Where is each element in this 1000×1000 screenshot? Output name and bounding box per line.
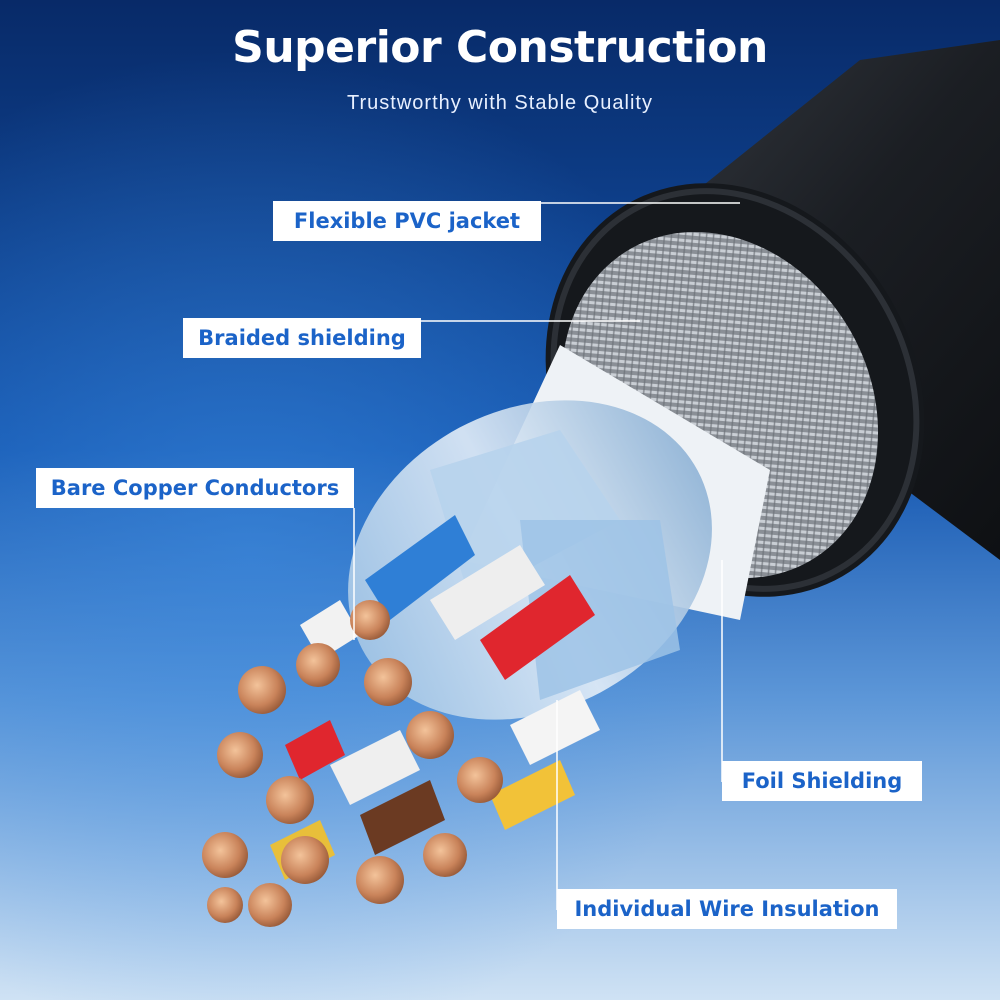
copper-end-10 xyxy=(356,856,404,904)
copper-end-13 xyxy=(457,757,503,803)
copper-end-2 xyxy=(296,643,340,687)
copper-end-7 xyxy=(266,776,314,824)
callout-pvc-jacket: Flexible PVC jacket xyxy=(273,201,541,241)
copper-end-8 xyxy=(202,832,248,878)
copper-end-1 xyxy=(238,666,286,714)
wire-red-1 xyxy=(480,575,595,680)
copper-end-9 xyxy=(281,836,329,884)
wire-white-1 xyxy=(430,545,545,640)
page-title: Superior Construction xyxy=(232,22,768,73)
wire-white-4 xyxy=(330,730,420,805)
wire-blue xyxy=(365,515,475,620)
copper-end-12 xyxy=(423,833,467,877)
wire-yellow xyxy=(490,760,575,830)
foil-pair-1 xyxy=(430,430,620,600)
callout-individual-wire-insulation: Individual Wire Insulation xyxy=(557,889,897,929)
callout-bare-copper-conductors: Bare Copper Conductors xyxy=(36,468,354,508)
copper-end-4 xyxy=(364,658,412,706)
copper-end-3 xyxy=(350,600,390,640)
copper-end-11 xyxy=(248,883,292,927)
copper-end-6 xyxy=(406,711,454,759)
copper-end-14 xyxy=(207,887,243,923)
wire-brown xyxy=(360,780,445,855)
insulated-wires xyxy=(270,515,600,880)
foil-pair-2 xyxy=(520,520,680,700)
page-subtitle: Trustworthy with Stable Quality xyxy=(347,92,653,114)
callout-foil-shielding: Foil Shielding xyxy=(722,761,922,801)
callout-braided-shielding: Braided shielding xyxy=(183,318,421,358)
copper-conductors xyxy=(202,600,503,927)
callout-leaders xyxy=(353,202,740,910)
copper-end-5 xyxy=(217,732,263,778)
wire-red-2 xyxy=(285,720,345,780)
wire-white-3 xyxy=(510,690,600,765)
